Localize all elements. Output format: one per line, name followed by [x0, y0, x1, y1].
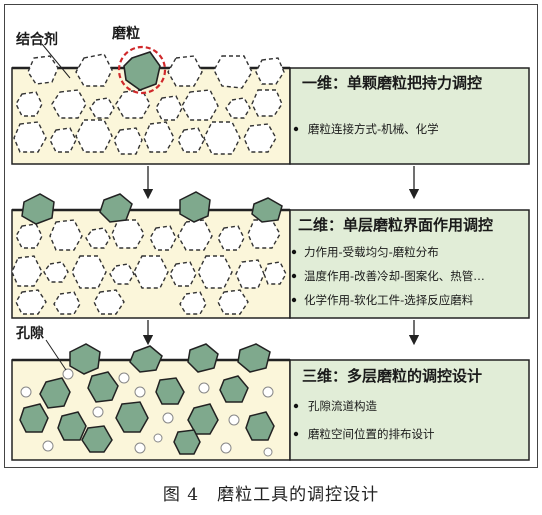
- row-3d: [11, 343, 530, 461]
- figure-caption: 图 4 磨粒工具的调控设计: [162, 485, 380, 505]
- bullet-dot: [291, 273, 297, 279]
- bullet-dot: [291, 249, 297, 255]
- bullet-dot: [293, 126, 299, 132]
- grain-highlight-ring: [117, 45, 167, 95]
- panel-2d-bullet-1: 温度作用-改善冷却-图案化、热管…: [304, 269, 485, 283]
- surface-grains-row3: [69, 343, 271, 375]
- grain-label: 磨粒: [112, 25, 140, 42]
- row-2d: [11, 191, 530, 319]
- figure-frame: [4, 4, 538, 468]
- bullet-dot: [291, 297, 297, 303]
- panel-3d-title: 三维：多层磨粒的调控设计: [302, 367, 482, 385]
- binder-block-3: [11, 359, 291, 461]
- panel-2d-title: 二维：单层磨粒界面作用调控: [298, 216, 493, 234]
- dashed-grains-row1: [13, 53, 285, 155]
- panel-1d-bullet-0: 磨粒连接方式-机械、化学: [308, 122, 439, 136]
- pore-leader: [45, 339, 67, 371]
- bullet-dot: [293, 431, 299, 437]
- row-1d: [11, 45, 530, 165]
- panel-1d: [289, 67, 530, 165]
- pore-label: 孔隙: [16, 325, 44, 342]
- panel-2d-bullet-2: 化学作用-软化工件-选择反应磨料: [304, 293, 474, 307]
- pores-row3: [20, 368, 274, 457]
- grain-highlighted: [123, 51, 161, 91]
- panel-3d-bullet-0: 孔隙流道构造: [308, 399, 377, 413]
- embedded-grains-row3: [19, 371, 275, 455]
- panel-1d-title: 一维：单颗磨粒把持力调控: [302, 74, 482, 92]
- panel-3d: [289, 359, 530, 461]
- bullet-dot: [293, 403, 299, 409]
- surface-grains-row2: [21, 191, 283, 225]
- panel-2d: [289, 209, 530, 319]
- panel-2d-bullet-0: 力作用-受载均匀-磨粒分布: [304, 245, 439, 259]
- binder-label: 结合剂: [16, 31, 58, 48]
- panel-3d-bullet-1: 磨粒空间位置的排布设计: [308, 427, 435, 441]
- binder-leader: [41, 43, 71, 79]
